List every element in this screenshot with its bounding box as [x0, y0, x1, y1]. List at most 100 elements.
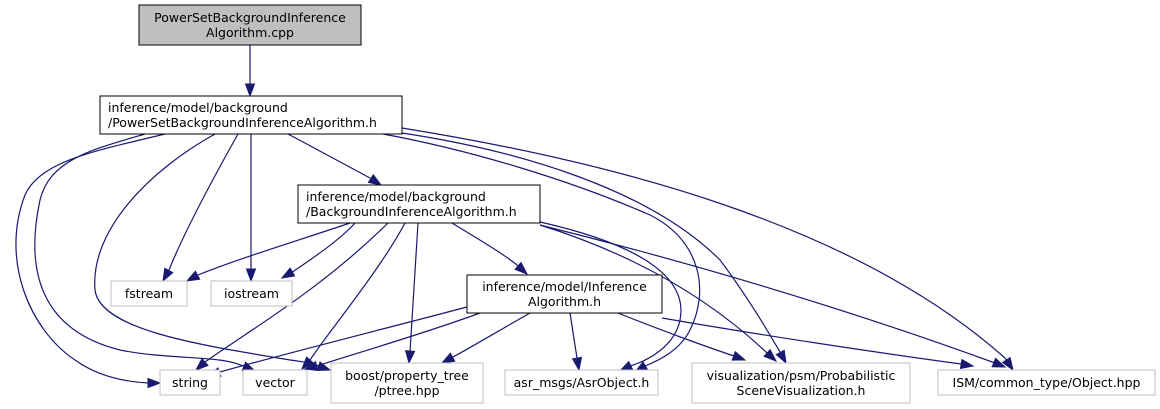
arrowhead-icon [991, 357, 1007, 368]
arrowhead-icon [1001, 356, 1014, 372]
node-box [159, 369, 221, 396]
edge-line [197, 222, 351, 276]
edge-line [219, 306, 468, 373]
arrowhead-icon [303, 360, 319, 372]
arrowhead-icon [731, 350, 747, 361]
node-ismobject[interactable]: ISM/common_type/Object.hpp [937, 369, 1156, 396]
node-label-line: inference/model/background [108, 100, 288, 115]
edge-background_h-to-ismobject [539, 224, 1007, 368]
node-box [330, 362, 484, 404]
edge-inference_h-to-ptree [440, 312, 531, 364]
node-label-line: inference/model/Inference [482, 279, 647, 294]
edge-powerset_h-to-fstream [162, 133, 239, 283]
node-powerset-h[interactable]: inference/model/background/PowerSetBackg… [99, 95, 403, 135]
edge-powerset_h-to-ptree [94, 133, 332, 372]
node-label-line: Algorithm.h [528, 294, 601, 309]
edge-line [569, 312, 578, 359]
node-label-line: visualization/psm/Probabilistic [707, 368, 896, 383]
node-box [504, 369, 659, 396]
arrowhead-icon [367, 173, 383, 186]
edge-line [34, 133, 244, 367]
arrowhead-icon [571, 356, 583, 372]
node-inference-h[interactable]: inference/model/InferenceAlgorithm.h [466, 274, 663, 314]
node-string[interactable]: string [159, 369, 221, 396]
edge-powerset_h-to-asrobject [382, 133, 701, 373]
arrowhead-icon [280, 267, 296, 279]
edge-line [401, 127, 1006, 359]
arrowhead-icon [162, 267, 174, 283]
edge-background_h-to-fstream [185, 222, 351, 282]
node-box [110, 280, 188, 307]
node-label-line: iostream [224, 286, 279, 301]
node-label-line: /BackgroundInferenceAlgorithm.h [306, 204, 517, 219]
node-asrobject[interactable]: asr_msgs/AsrObject.h [504, 369, 659, 396]
edge-powerset_h-to-iostream [245, 134, 257, 283]
edge-background_h-to-inference_h [451, 222, 529, 275]
node-background-h[interactable]: inference/model/background/BackgroundInf… [297, 184, 541, 224]
edge-background_h-to-vector [301, 222, 406, 371]
node-label-line: PowerSetBackgroundInference [154, 10, 346, 25]
node-label-line: boost/property_tree [345, 368, 469, 383]
edge-line [168, 133, 239, 271]
edge-line [309, 222, 406, 361]
node-label-line: Algorithm.cpp [206, 25, 294, 40]
edge-background_h-to-ptree [404, 222, 419, 365]
arrowhead-icon [301, 356, 315, 371]
edge-powerset_h-to-string [15, 133, 166, 389]
edge-inference_h-to-ismobject [661, 317, 975, 370]
edge-powerset_h-to-vector [34, 133, 257, 372]
node-label-line: vector [255, 375, 296, 390]
node-label-line: fstream [125, 286, 173, 301]
edge-line [539, 224, 996, 364]
arrowhead-icon [404, 350, 416, 365]
node-box [466, 274, 663, 314]
edge-line [15, 133, 166, 384]
node-label-line: SceneVisualization.h [737, 383, 866, 398]
node-box [297, 184, 541, 224]
node-psmvis[interactable]: visualization/psm/ProbabilisticSceneVisu… [691, 362, 911, 404]
arrowhead-icon [244, 83, 256, 98]
edge-inference_h-to-vector [303, 312, 481, 372]
node-box [138, 4, 362, 46]
node-fstream[interactable]: fstream [110, 280, 188, 307]
edge-line [539, 221, 682, 367]
node-label-line: /ptree.hpp [374, 383, 439, 398]
node-box [210, 280, 293, 307]
arrowhead-icon [316, 361, 332, 372]
edge-root-to-powerset_h [244, 45, 256, 98]
edge-powerset_h-to-ismobject [401, 127, 1014, 372]
node-box [99, 95, 403, 135]
arrowhead-icon [194, 357, 209, 371]
node-vector[interactable]: vector [242, 369, 308, 396]
arrowhead-icon [959, 358, 975, 370]
edge-inference_h-to-asrobject [569, 312, 583, 372]
edge-line [293, 222, 356, 272]
node-iostream[interactable]: iostream [210, 280, 293, 307]
node-box [242, 369, 308, 396]
edge-line [617, 312, 735, 357]
arrowhead-icon [440, 352, 456, 364]
edge-line [287, 133, 371, 179]
edge-line [316, 312, 481, 367]
edge-line [452, 312, 531, 358]
node-label-line: /PowerSetBackgroundInferenceAlgorithm.h [108, 115, 377, 130]
edge-line [394, 131, 781, 353]
node-label-line: asr_msgs/AsrObject.h [514, 375, 650, 390]
node-root: PowerSetBackgroundInferenceAlgorithm.cpp [138, 4, 362, 46]
edge-line [382, 133, 701, 367]
node-ptree[interactable]: boost/property_tree/ptree.hpp [330, 362, 484, 404]
edge-line [94, 133, 319, 367]
edges-layer [15, 45, 1014, 389]
edge-powerset_h-to-psmvis [394, 131, 787, 365]
edge-line [409, 222, 419, 353]
arrowhead-icon [514, 261, 529, 275]
node-box [691, 362, 911, 404]
arrowhead-icon [763, 348, 778, 362]
edge-line [451, 222, 518, 266]
arrowhead-icon [775, 349, 787, 365]
edge-background_h-to-iostream [280, 222, 356, 279]
node-label-line: string [172, 375, 208, 390]
node-box [937, 369, 1156, 396]
edge-powerset_h-to-background_h [287, 133, 383, 186]
